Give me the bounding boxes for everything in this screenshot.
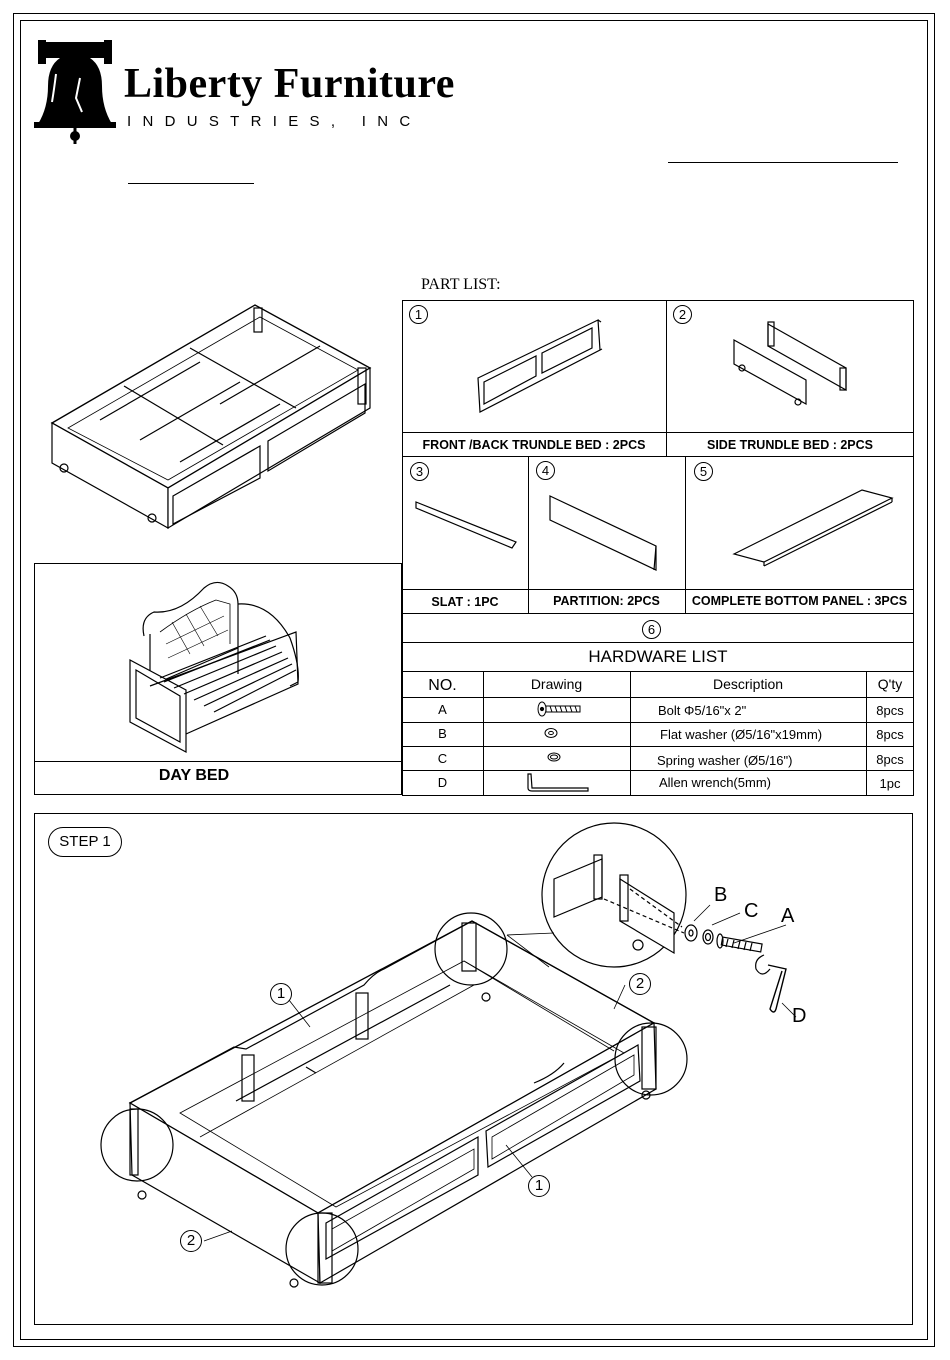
callout-hardware-b: B <box>714 884 728 906</box>
hardware-row-a-qty: 8pcs <box>876 703 904 718</box>
bolt-icon <box>537 701 581 717</box>
part-number-3: 3 <box>410 462 429 481</box>
table-divider <box>402 589 914 590</box>
table-divider <box>866 671 867 796</box>
brand-subline: INDUSTRIES, INC <box>127 113 422 130</box>
part-list-table <box>402 300 914 796</box>
part-list-heading: PART LIST: <box>421 276 501 293</box>
table-divider <box>402 642 914 643</box>
blank-field-line-left <box>128 183 254 184</box>
trundle-bed-overview-drawing <box>50 304 372 530</box>
callout-part-1-bottom: 1 <box>528 1175 550 1197</box>
hardware-list-title: HARDWARE LIST <box>588 647 728 666</box>
table-divider <box>402 671 914 672</box>
partition-drawing <box>549 495 657 571</box>
part-number-5: 5 <box>694 462 713 481</box>
day-bed-divider <box>34 761 402 762</box>
part-number-1: 1 <box>409 305 428 324</box>
part-label-3: SLAT : 1PC <box>431 595 499 609</box>
table-divider <box>666 300 667 457</box>
table-divider <box>402 746 914 747</box>
hardware-row-a-description: Bolt Φ5/16"x 2" <box>658 703 747 718</box>
flat-washer-icon <box>544 728 558 738</box>
callout-part-2-right: 2 <box>629 973 651 995</box>
day-bed-panel <box>34 563 402 795</box>
table-divider <box>402 770 914 771</box>
front-back-panel-drawing <box>477 319 603 413</box>
spring-washer-icon <box>547 752 561 762</box>
part-label-4: PARTITION: 2PCS <box>553 594 660 608</box>
table-divider <box>685 456 686 613</box>
table-divider <box>402 697 914 698</box>
part-label-1: FRONT /BACK TRUNDLE BED : 2PCS <box>422 438 646 452</box>
bottom-panel-drawing <box>732 489 894 567</box>
part-number-4: 4 <box>536 461 555 480</box>
callout-part-1-top: 1 <box>270 983 292 1005</box>
liberty-bell-logo <box>34 40 116 144</box>
hardware-col-no: NO. <box>428 677 457 694</box>
allen-wrench-icon <box>527 773 589 792</box>
part-number-6: 6 <box>642 620 661 639</box>
table-divider <box>402 432 914 433</box>
hardware-row-b-qty: 8pcs <box>876 727 904 742</box>
hardware-row-d-description: Allen wrench(5mm) <box>659 775 771 790</box>
part-label-2: SIDE TRUNDLE BED : 2PCS <box>707 438 873 452</box>
part-label-5: COMPLETE BOTTOM PANEL : 3PCS <box>691 594 908 608</box>
day-bed-label: DAY BED <box>158 767 230 784</box>
callout-hardware-c: C <box>744 900 759 922</box>
hardware-row-b-description: Flat washer (Ø5/16"x19mm) <box>660 727 823 742</box>
table-divider <box>402 722 914 723</box>
table-divider <box>483 671 484 796</box>
hardware-row-d-qty: 1pc <box>879 776 901 791</box>
table-divider <box>402 456 914 457</box>
page-border-outer <box>13 13 935 1347</box>
step-1-panel <box>34 813 913 1325</box>
callout-part-2-left: 2 <box>180 1230 202 1252</box>
callout-hardware-a: A <box>781 905 795 927</box>
hardware-row-c-description: Spring washer (Ø5/16") <box>657 753 793 768</box>
day-bed-drawing <box>129 581 299 754</box>
hardware-row-a-no: A <box>438 702 447 717</box>
part-number-2: 2 <box>673 305 692 324</box>
hardware-col-description: Description <box>712 676 784 692</box>
page-border-inner <box>20 20 928 1340</box>
hardware-row-c-qty: 8pcs <box>876 752 904 767</box>
hardware-row-d-no: D <box>437 775 448 790</box>
table-divider <box>402 613 914 614</box>
table-divider <box>630 671 631 796</box>
hardware-col-qty: Q'ty <box>877 676 903 692</box>
callout-hardware-d: D <box>792 1005 807 1027</box>
slat-drawing <box>415 501 517 549</box>
table-divider <box>528 456 529 613</box>
hardware-row-b-no: B <box>438 726 447 741</box>
side-panel-drawing <box>733 321 847 406</box>
blank-field-line-top <box>668 162 898 163</box>
brand-name: Liberty Furniture <box>124 61 455 107</box>
step-1-assembly-drawing <box>100 822 797 1288</box>
hardware-col-drawing: Drawing <box>530 676 583 692</box>
step-1-badge: STEP 1 <box>48 827 122 857</box>
hardware-row-c-no: C <box>437 751 448 766</box>
